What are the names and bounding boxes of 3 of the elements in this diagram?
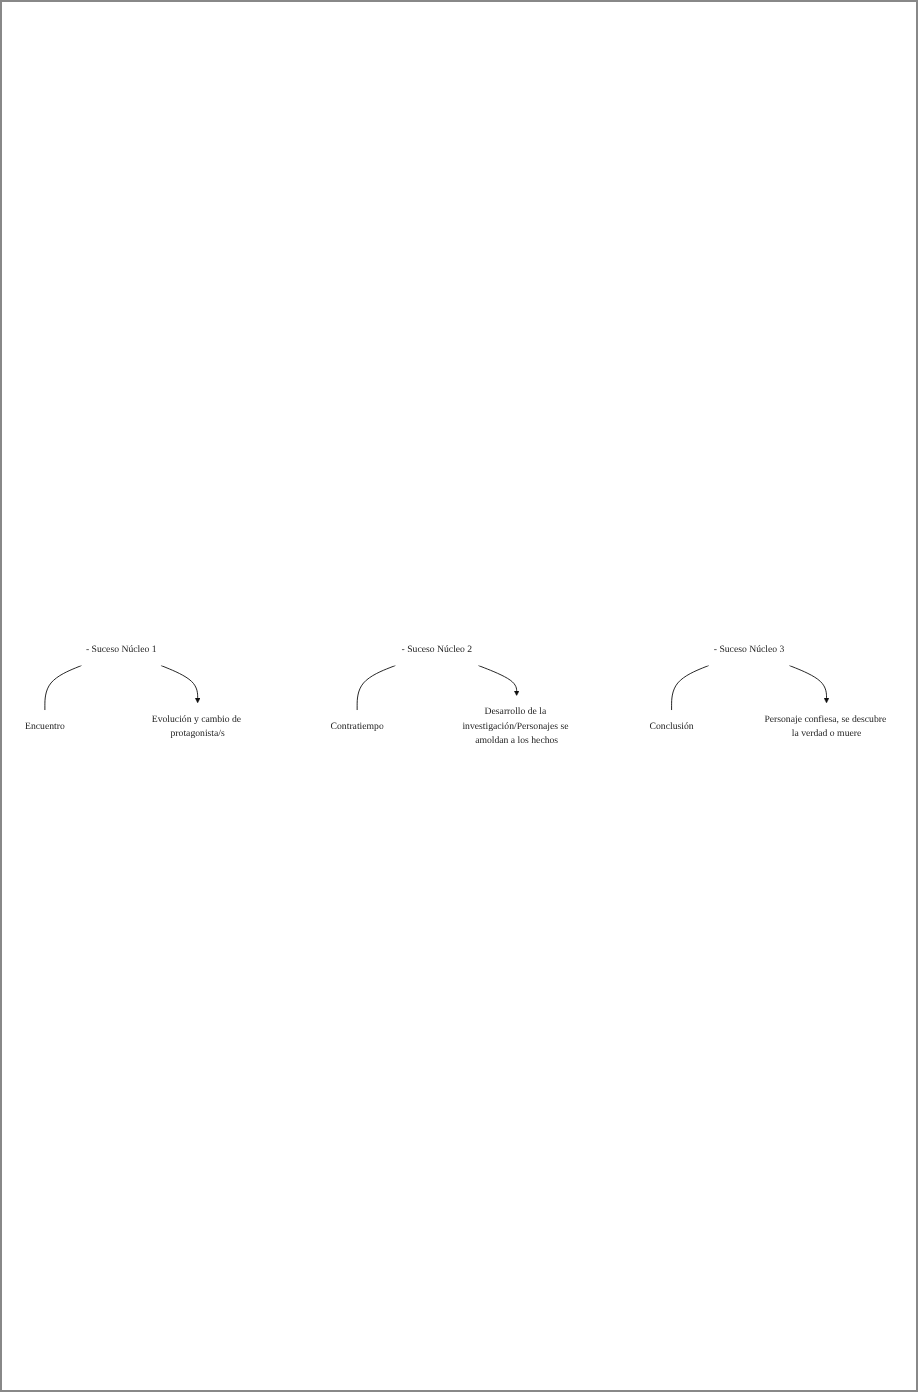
connector <box>671 665 710 712</box>
connector <box>44 665 83 712</box>
connector <box>356 665 396 712</box>
